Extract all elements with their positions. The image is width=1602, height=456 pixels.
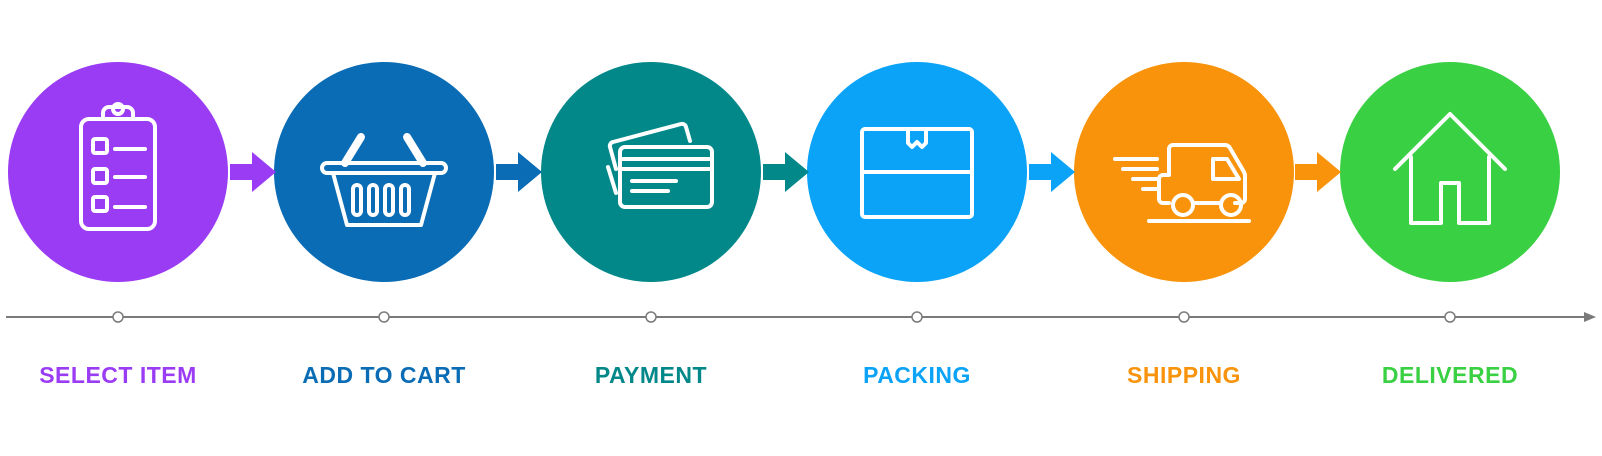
arrow-connector-4 [1027, 150, 1077, 194]
step-label-delivered: DELIVERED [1381, 362, 1519, 388]
timeline-node-4 [911, 311, 923, 323]
timeline-node-1 [112, 311, 124, 323]
step-payment-circle [541, 62, 761, 282]
step-select-item-circle [8, 62, 228, 282]
house-icon [1393, 112, 1507, 225]
step-label-select-item: SELECT ITEM [39, 362, 197, 388]
timeline-node-6 [1444, 311, 1456, 323]
delivery-van-icon [1113, 143, 1251, 223]
step-add-to-cart-circle [274, 62, 494, 282]
step-packing-circle [807, 62, 1027, 282]
timeline-node-2 [378, 311, 390, 323]
arrow-connector-5 [1293, 150, 1343, 194]
timeline-axis [6, 310, 1598, 323]
package-box-icon [860, 127, 974, 219]
credit-cards-icon [606, 121, 714, 209]
timeline-node-5 [1178, 311, 1190, 323]
clipboard-checklist-icon [79, 102, 157, 231]
arrow-connector-2 [494, 150, 544, 194]
step-delivered-circle [1340, 62, 1560, 282]
shopping-basket-icon [320, 133, 448, 227]
step-label-payment: PAYMENT [594, 362, 708, 388]
step-label-packing: PACKING [863, 362, 971, 388]
step-label-shipping: SHIPPING [1127, 362, 1241, 388]
arrow-connector-3 [761, 150, 811, 194]
step-shipping-circle [1074, 62, 1294, 282]
arrow-connector-1 [228, 150, 278, 194]
timeline-node-3 [645, 311, 657, 323]
step-label-add-to-cart: ADD TO CART [302, 362, 466, 388]
